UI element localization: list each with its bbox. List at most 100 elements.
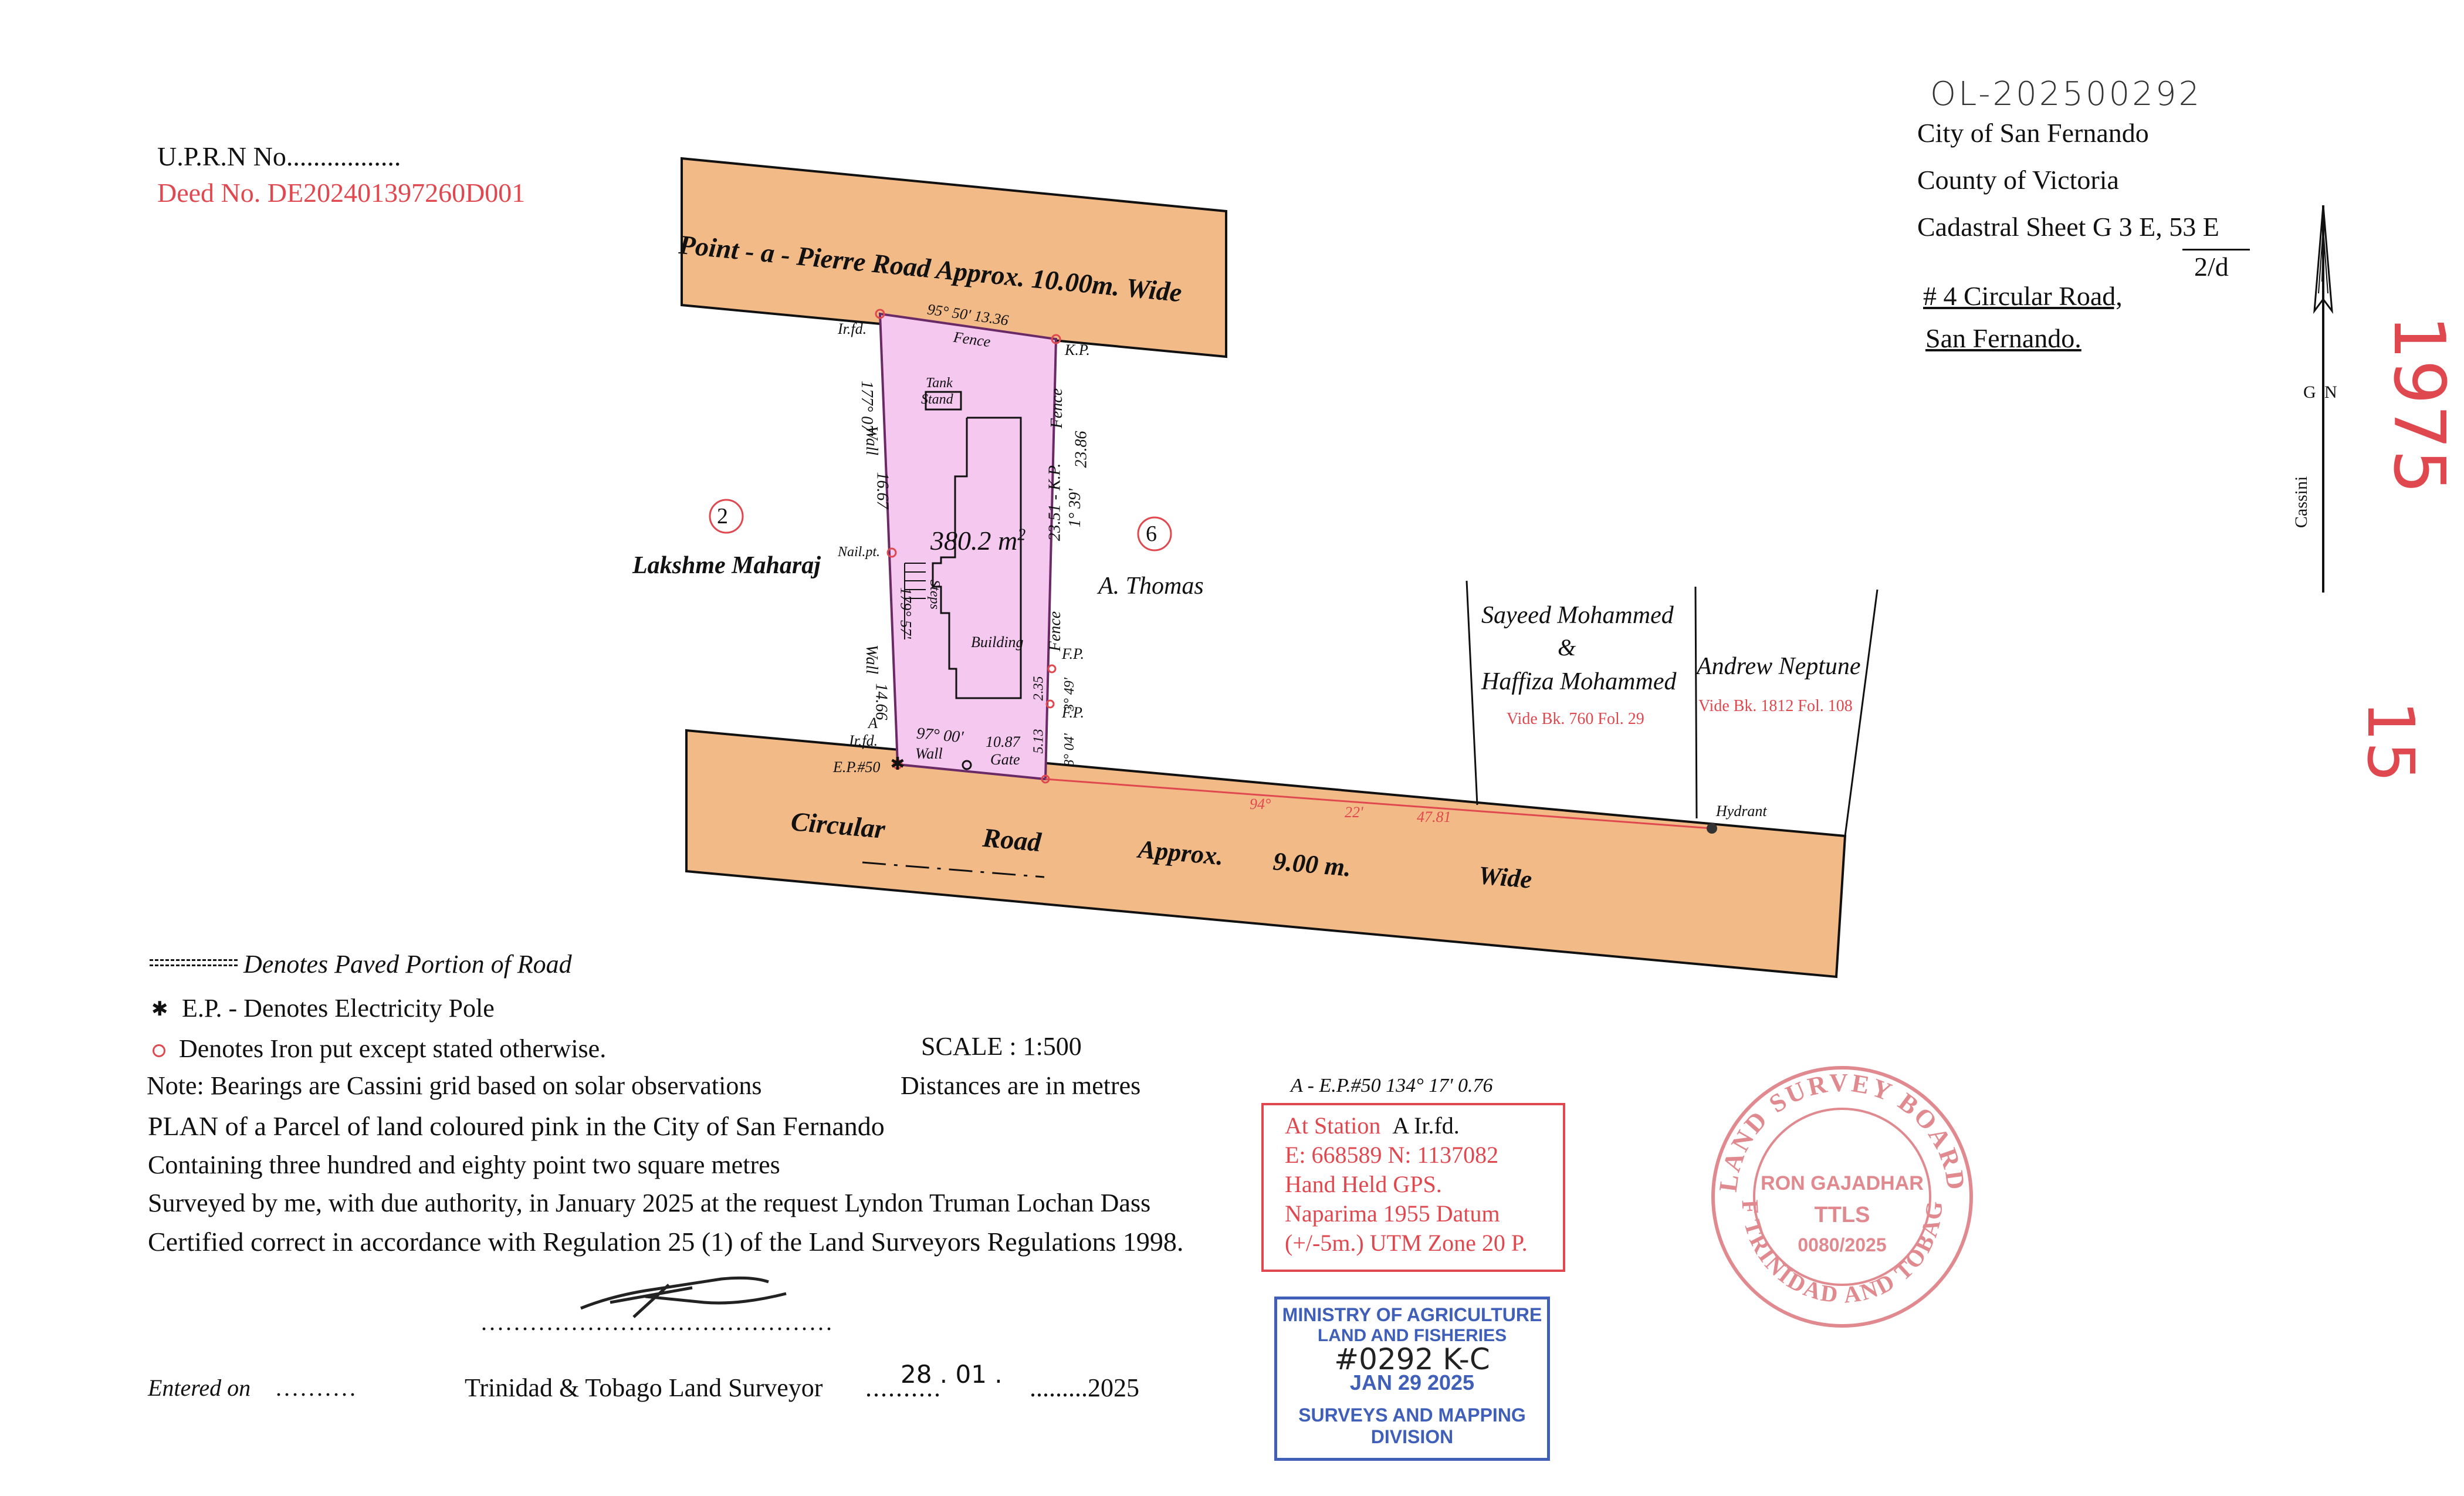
- tank-label-1: Tank: [926, 375, 953, 391]
- station-method: Hand Held GPS.: [1285, 1171, 1442, 1197]
- ep50-label: E.P.#50: [833, 759, 881, 776]
- electricity-pole-icon: ✱: [151, 999, 168, 1020]
- circular-road: [685, 729, 1847, 979]
- lot-left-number: 2: [717, 504, 728, 529]
- note-distances: Distances are in metres: [901, 1071, 1141, 1100]
- stamp-title: TTLS: [1814, 1203, 1870, 1227]
- fp-label-2: F.P.: [1062, 704, 1085, 721]
- iron-marker-icon: [153, 1044, 165, 1057]
- uprn-label: U.P.R.N No.................: [157, 141, 401, 171]
- steps: [904, 563, 926, 639]
- legend-ep: E.P. - Denotes Electricity Pole: [182, 994, 495, 1023]
- iron-marker-top-right: [1051, 334, 1061, 344]
- surveyor-signature: [580, 1276, 787, 1318]
- left-wall-2: Wall: [862, 644, 881, 675]
- station-coordinates: E: 668589 N: 1137082: [1285, 1142, 1499, 1168]
- stamp-number: 0080/2025: [1798, 1234, 1887, 1255]
- scale-label: SCALE : 1:500: [921, 1032, 1082, 1061]
- left-bearing-2: 179° 57': [897, 587, 915, 639]
- hydrant-marker: [1707, 823, 1717, 834]
- city-label: City of San Fernando: [1917, 118, 2149, 148]
- address-line-1: # 4 Circular Road,: [1923, 281, 2123, 311]
- stamp-name: RON GAJADHAR: [1761, 1172, 1924, 1194]
- lot-left-owner: Lakshme Maharaj: [632, 552, 821, 579]
- right-distance-2: 23.51 - K.P.: [1045, 463, 1064, 541]
- kp-top: K.P.: [1065, 341, 1090, 358]
- date-handwritten: 28 . 01 .: [901, 1360, 1003, 1389]
- iron-marker-bottom-left: [892, 759, 903, 770]
- gate-label: Gate: [990, 751, 1020, 768]
- station-zone: (+/-5m.) UTM Zone 20 P.: [1285, 1230, 1528, 1256]
- ministry-stamp: MINISTRY OF AGRICULTURE LAND AND FISHERI…: [1274, 1297, 1550, 1461]
- north-n-label: N: [2324, 383, 2337, 402]
- right-short-4: 8° 04': [1061, 733, 1077, 767]
- deed-number: Deed No. DE202401397260D001: [157, 178, 526, 208]
- owner-a-reference: Vide Bk. 760 Fol. 29: [1507, 710, 1644, 728]
- bottom-road-label-5: Wide: [1477, 861, 1534, 894]
- station-a-label: A: [868, 715, 878, 732]
- north-g-label: G: [2303, 383, 2316, 402]
- point-a-pierre-road: [681, 157, 1227, 358]
- station-datum: Naparima 1955 Datum: [1285, 1200, 1500, 1227]
- frontage-bearing-min: 22': [1345, 804, 1363, 821]
- tank-stand: [925, 391, 962, 411]
- ministry-line-2: LAND AND FISHERIES: [1317, 1326, 1507, 1345]
- note-bearings: Note: Bearings are Cassini grid based on…: [147, 1071, 762, 1100]
- lot-right-circle: [1137, 516, 1172, 551]
- plan-description: PLAN of a Parcel of land coloured pink i…: [148, 1111, 885, 1141]
- area-description: Containing three hundred and eighty poin…: [148, 1150, 780, 1179]
- building-outline: [932, 417, 1022, 699]
- signature-dotted-line: ........................................…: [481, 1309, 834, 1335]
- legend-iron: Denotes Iron put except stated otherwise…: [179, 1034, 607, 1063]
- building-label: Building: [971, 634, 1024, 651]
- surveyor-label: Trinidad & Tobago Land Surveyor: [465, 1373, 823, 1402]
- fp-label-1: F.P.: [1062, 645, 1085, 662]
- cadastral-divider: [2182, 249, 2250, 251]
- north-arrow: [2313, 205, 2333, 593]
- owner-b-name: Andrew Neptune: [1697, 653, 1861, 680]
- bottom-bearing: 97° 00': [915, 724, 964, 747]
- date-prefix-dots: ..........: [865, 1373, 942, 1402]
- lot-right-number: 6: [1146, 522, 1157, 546]
- bottom-wall: Wall: [915, 745, 943, 762]
- bottom-road-label-2: Road: [981, 822, 1043, 858]
- right-fence-1: Fence: [1048, 388, 1067, 429]
- land-survey-board-stamp: LAND SURVEY BOARD OF TRINIDAD AND TOBAGO: [1701, 1056, 1973, 1328]
- legend-paved: Denotes Paved Portion of Road: [243, 950, 572, 979]
- date-year: .........2025: [1030, 1373, 1139, 1402]
- frontage-line: [1045, 778, 1712, 830]
- hydrant-label: Hydrant: [1716, 803, 1767, 820]
- right-short-2: 3° 49': [1061, 678, 1077, 711]
- county-label: County of Victoria: [1917, 165, 2119, 195]
- address-line-2: San Fernando.: [1925, 323, 2081, 353]
- owner-b-reference: Vide Bk. 1812 Fol. 108: [1698, 697, 1853, 715]
- ir-fd-top: Ir.fd.: [838, 320, 867, 337]
- owner-a-line3: Haffiza Mohammed: [1481, 668, 1677, 695]
- bottom-distance: 10.87: [986, 733, 1020, 750]
- ministry-line-4: SURVEYS AND MAPPING: [1298, 1404, 1526, 1426]
- right-short-1: 2.35: [1031, 676, 1047, 701]
- right-distance-1: 23.86: [1072, 431, 1091, 468]
- surveyed-statement: Surveyed by me, with due authority, in J…: [148, 1189, 1151, 1217]
- cadastral-sub: 2/d: [2194, 252, 2229, 282]
- ministry-line-5: DIVISION: [1370, 1426, 1454, 1447]
- ministry-line-1: MINISTRY OF AGRICULTURE: [1282, 1304, 1542, 1325]
- steps-label: Steps: [926, 580, 942, 610]
- frontage-distance: 47.81: [1417, 808, 1451, 825]
- lot-right-owner: A. Thomas: [1098, 573, 1204, 600]
- right-short-3: 5.13: [1031, 729, 1047, 754]
- electricity-pole-star: ✱: [890, 754, 905, 774]
- ir-fd-bottom: Ir.fd.: [849, 732, 878, 749]
- frontage-bearing-deg: 94°: [1250, 796, 1271, 813]
- certified-statement: Certified correct in accordance with Reg…: [148, 1227, 1184, 1257]
- ministry-handwritten: #0292 K-C: [1334, 1342, 1490, 1376]
- iron-marker-top-left: [875, 309, 885, 319]
- cadastral-sheet: Cadastral Sheet G 3 E, 53 E: [1917, 212, 2219, 242]
- right-bearing: 1° 39': [1066, 488, 1085, 528]
- left-wall-1: Wall: [862, 425, 881, 456]
- ministry-date: JAN 29 2025: [1349, 1370, 1475, 1395]
- entered-on-label: Entered on: [148, 1375, 251, 1401]
- owner-a-line2: &: [1558, 634, 1576, 661]
